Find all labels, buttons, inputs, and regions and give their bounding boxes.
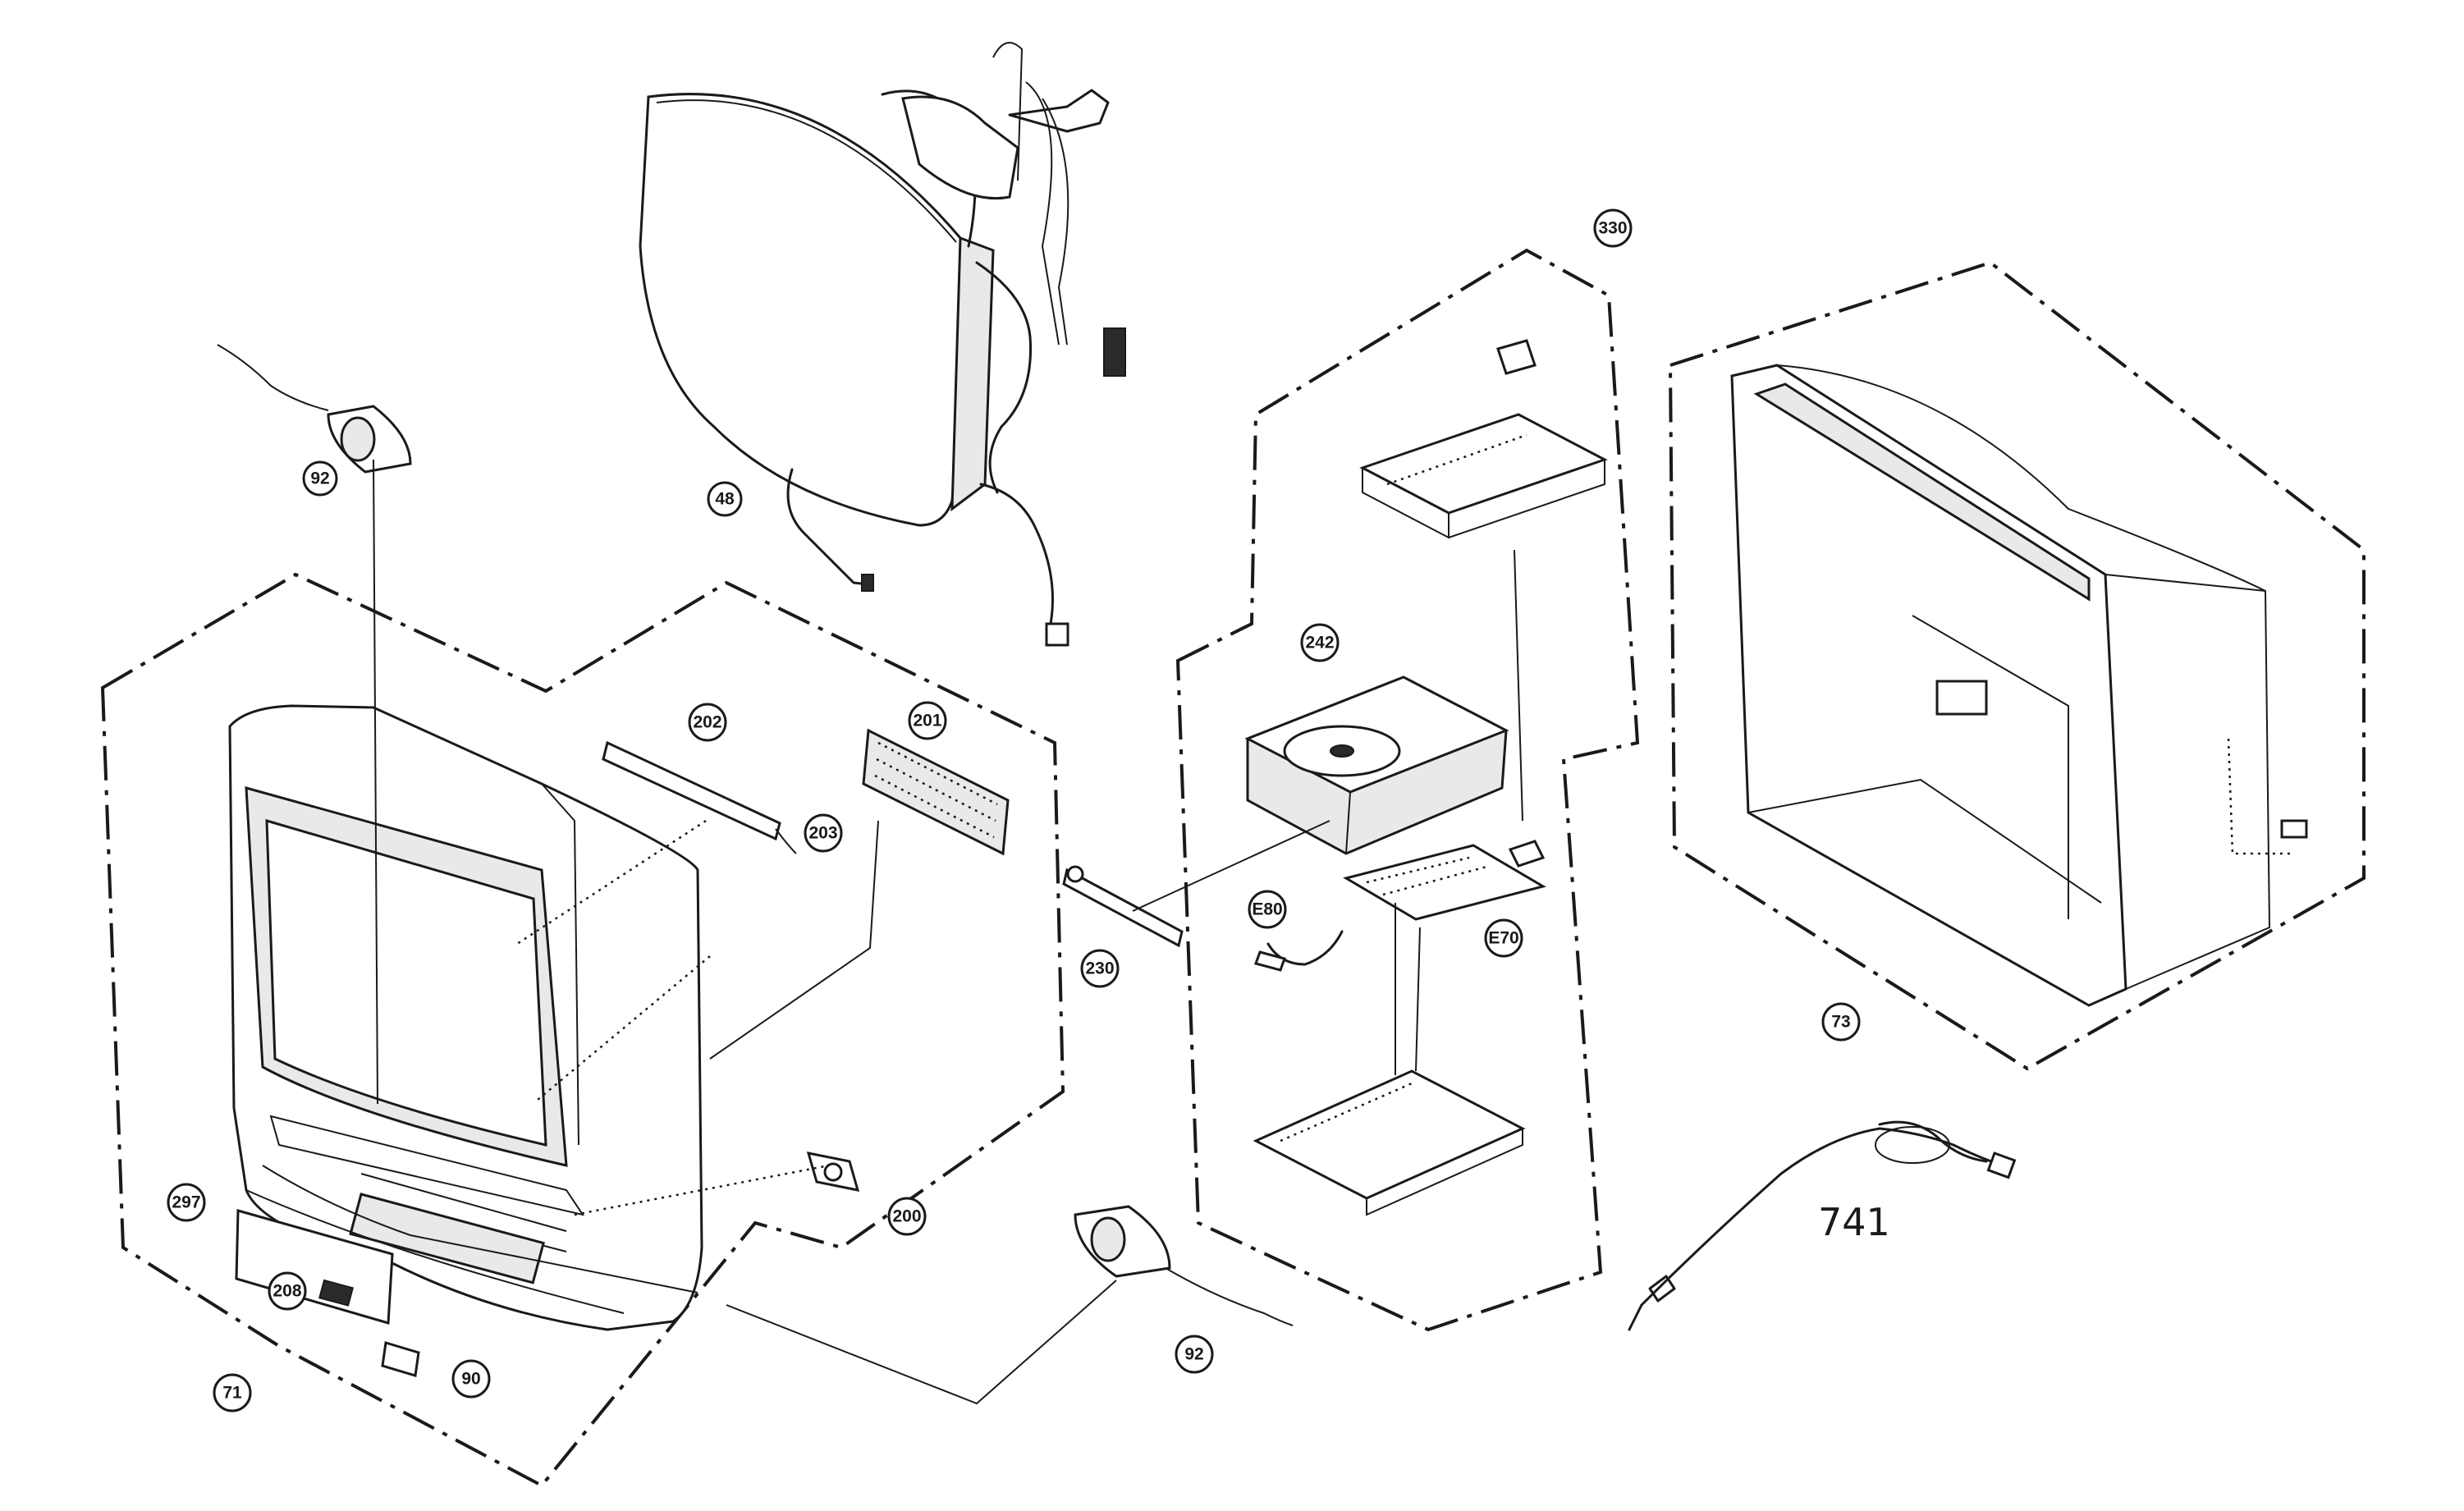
svg-text:71: 71 <box>222 1384 242 1403</box>
speaker-upper <box>217 344 412 474</box>
svg-text:92: 92 <box>1184 1345 1203 1364</box>
speaker-lower <box>1074 1205 1294 1326</box>
callout-90: 90 <box>451 1359 491 1399</box>
callout-e80: E80 <box>1248 890 1287 929</box>
svg-text:92: 92 <box>310 469 329 488</box>
svg-text:242: 242 <box>1305 634 1334 652</box>
back-cabinet <box>1730 364 2308 1007</box>
svg-text:90: 90 <box>461 1370 480 1389</box>
front-panel-strip <box>235 1209 394 1325</box>
svg-text:E70: E70 <box>1488 929 1518 948</box>
svg-text:208: 208 <box>273 1282 301 1301</box>
callout-297: 297 <box>167 1183 206 1222</box>
callout-73: 73 <box>1821 1002 1861 1042</box>
front-cabinet-group-outline <box>100 572 1065 1488</box>
dvd-chassis-group-outline <box>1175 248 1640 1332</box>
callout-208: 208 <box>268 1271 307 1311</box>
switch-200 <box>806 1152 860 1192</box>
dvd-loader-mechanism <box>1244 675 1509 855</box>
callout-242: 242 <box>1300 623 1340 662</box>
power-cord <box>1628 1120 2017 1331</box>
leader-lines <box>373 459 2290 1405</box>
callout-203: 203 <box>804 813 843 853</box>
svg-text:200: 200 <box>892 1207 921 1226</box>
bracket-230 <box>1062 865 1184 948</box>
callout-48: 48 <box>707 481 743 517</box>
svg-text:202: 202 <box>693 713 721 732</box>
flat-cable <box>1254 930 1344 972</box>
bottom-shield-plate <box>1253 903 1526 1216</box>
callout-202: 202 <box>688 703 727 742</box>
crt-picture-tube <box>639 42 1126 647</box>
svg-text:E80: E80 <box>1252 900 1282 919</box>
svg-text:201: 201 <box>913 712 941 730</box>
handwritten-note-741: 741 <box>1818 1200 1890 1244</box>
panel-small-part <box>381 1341 420 1377</box>
callout-200: 200 <box>887 1197 927 1236</box>
callout-201: 201 <box>908 701 947 740</box>
back-cabinet-group-outline <box>1668 260 2366 1071</box>
svg-text:330: 330 <box>1598 219 1627 238</box>
svg-text:203: 203 <box>808 824 837 843</box>
svg-text:48: 48 <box>715 490 735 509</box>
main-pcb-board <box>1343 840 1546 921</box>
callout-e70: E70 <box>1484 918 1523 958</box>
front-cabinet <box>228 704 703 1331</box>
top-shield-plate <box>1359 339 1608 539</box>
bracket-202 <box>602 740 797 854</box>
callout-92-upper: 92 <box>302 460 338 497</box>
svg-text:230: 230 <box>1085 959 1114 978</box>
svg-text:73: 73 <box>1831 1013 1850 1032</box>
callout-230: 230 <box>1080 949 1120 988</box>
callout-92-lower: 92 <box>1175 1335 1214 1374</box>
callout-71: 71 <box>213 1373 252 1413</box>
control-board <box>862 728 1010 856</box>
svg-text:297: 297 <box>172 1193 200 1212</box>
callout-330: 330 <box>1593 208 1633 248</box>
